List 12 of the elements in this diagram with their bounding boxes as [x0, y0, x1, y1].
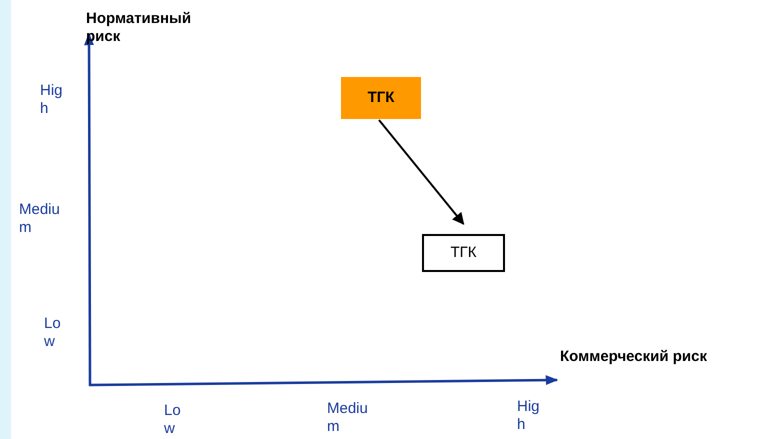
arrow: [378, 119, 464, 225]
axis-tick-label: Low: [44, 315, 62, 351]
node-label: ТГК: [450, 242, 477, 263]
axis-tick-label: Low: [164, 402, 182, 438]
axis-tick-label: Medium: [327, 400, 369, 436]
axis-title: Коммерческий риск: [560, 348, 708, 366]
axis-tick-label: High: [40, 82, 64, 118]
node-label: ТГК: [368, 88, 394, 108]
process-box: [422, 234, 505, 272]
axis-tick-label: High: [517, 398, 541, 434]
axis-tick-label: Medium: [19, 201, 61, 237]
highlighted-box: [341, 77, 421, 119]
